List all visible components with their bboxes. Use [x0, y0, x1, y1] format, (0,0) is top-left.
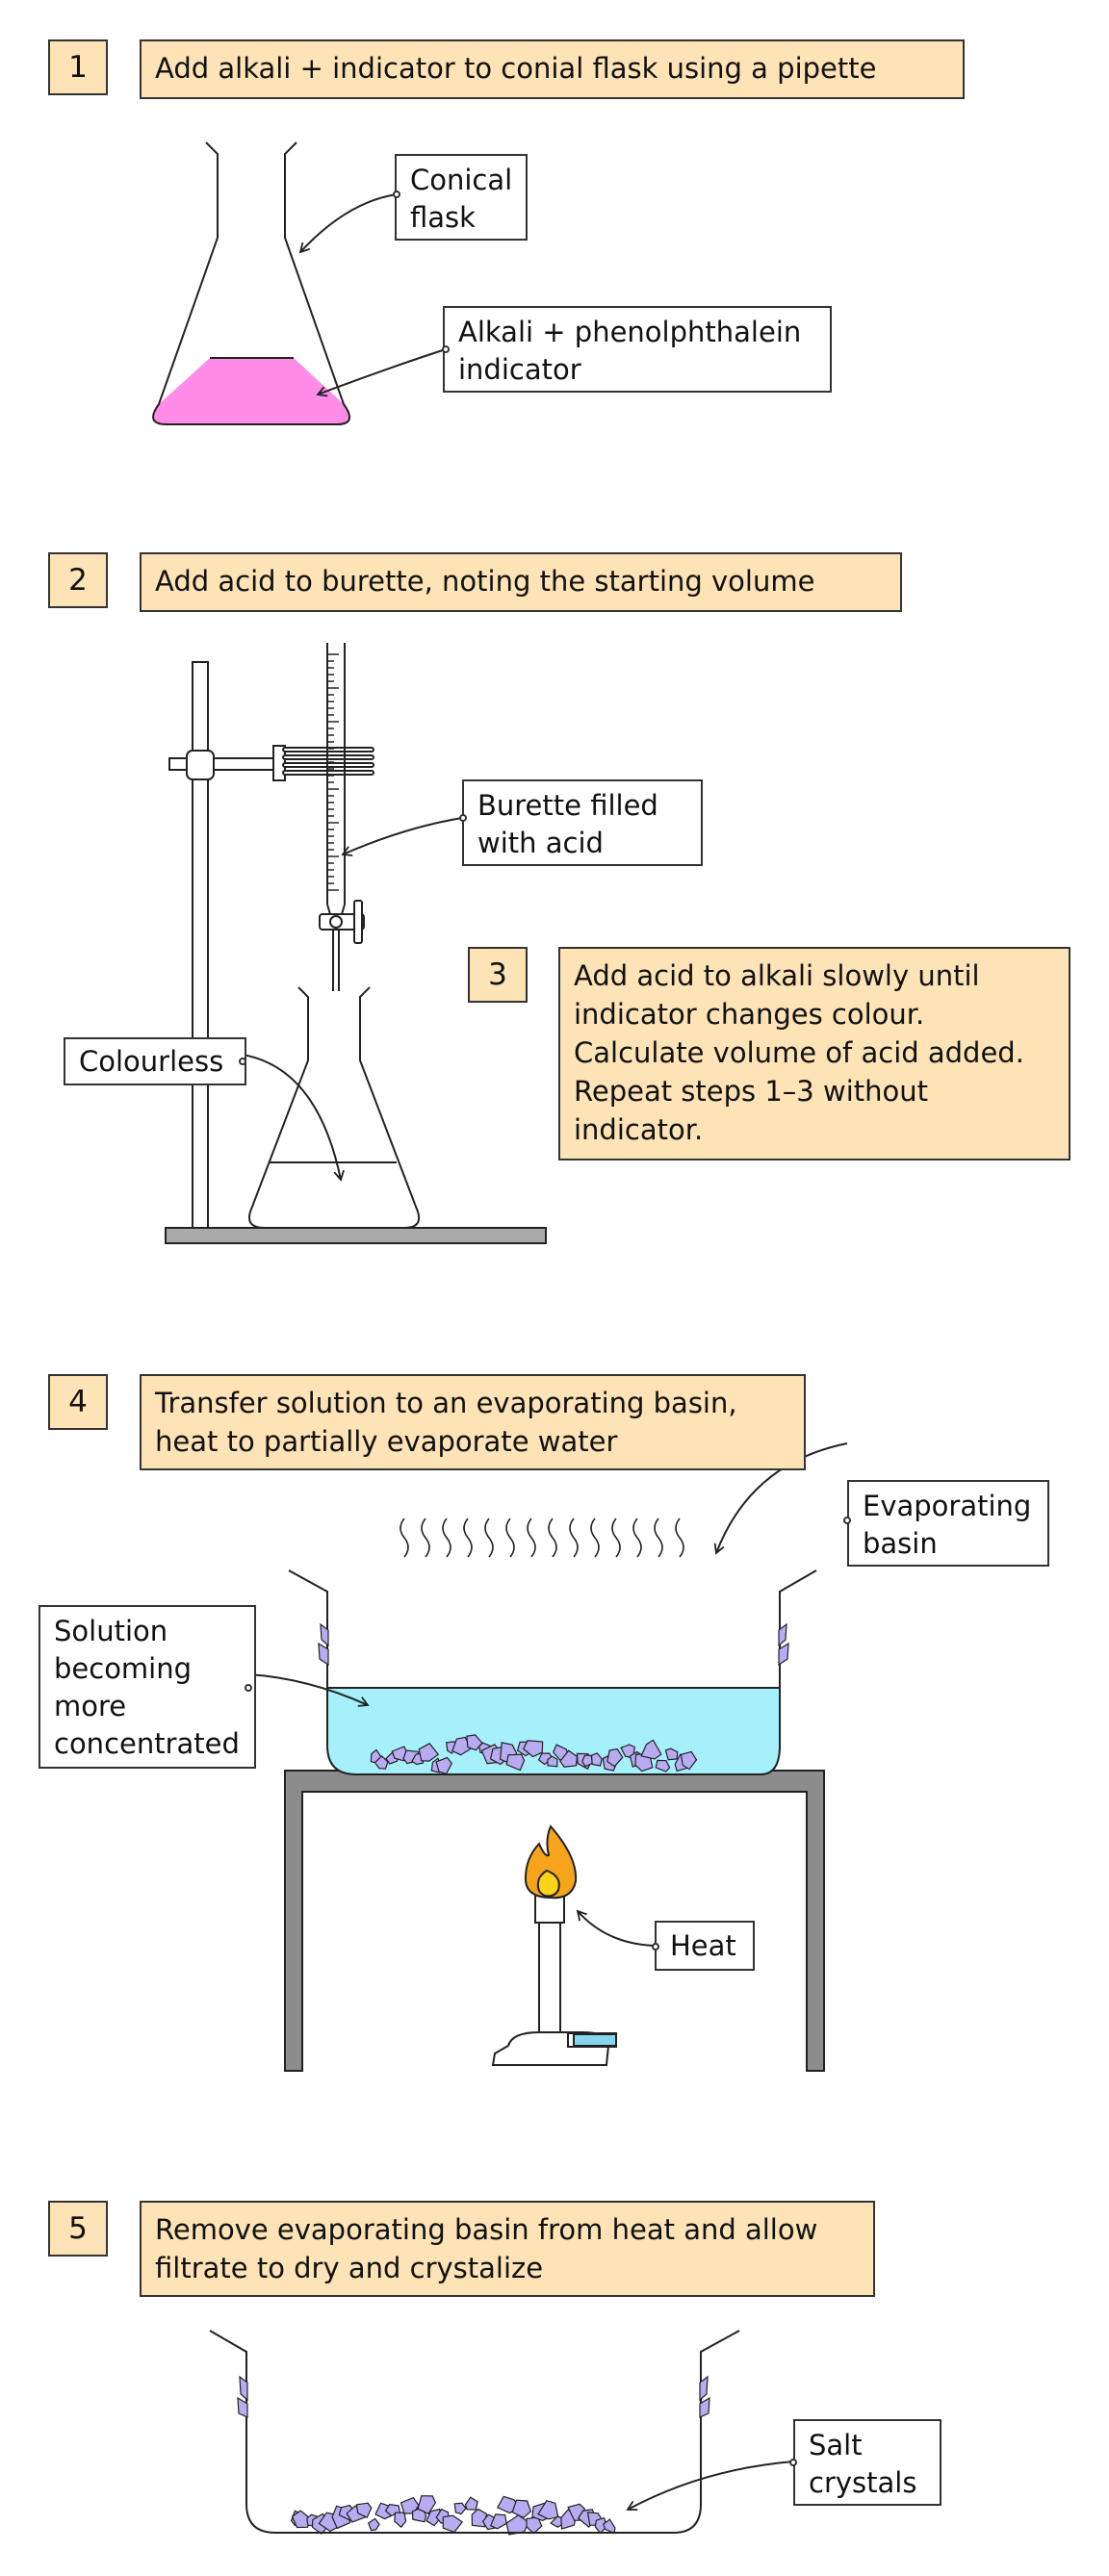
step-1-text: Add alkali + indicator to conial flask u…: [140, 39, 965, 99]
steam-line: [421, 1518, 430, 1558]
salt-crystal: [367, 2517, 380, 2532]
steam-line: [548, 1518, 557, 1558]
salt-crystal: [537, 1752, 554, 1766]
step-2-text: Add acid to burette, noting the starting…: [140, 552, 902, 612]
steam-line: [590, 1518, 600, 1558]
conical-flask-1: [152, 141, 351, 425]
salt-crystal: [464, 2496, 478, 2511]
steam-line: [400, 1518, 409, 1558]
salt-crystal: [606, 1747, 624, 1768]
salt-crystal: [505, 2514, 529, 2536]
evaporating-basin-4: [288, 1569, 817, 1775]
salt-crystal: [466, 1734, 483, 1751]
salt-crystal: [505, 1753, 526, 1772]
label-pin: [245, 1684, 252, 1692]
label-pin: [239, 1058, 246, 1065]
step-1-number: 1: [48, 39, 108, 95]
step-2-number: 2: [48, 552, 108, 608]
burette: [319, 643, 365, 991]
arrow-burette: [341, 817, 463, 856]
salt-crystal: [355, 2502, 373, 2519]
label-pin: [789, 2459, 797, 2466]
label-pin: [652, 1943, 659, 1951]
arrow-colourless: [242, 1054, 345, 1182]
label-pin: [843, 1517, 851, 1524]
salt-crystal: [417, 2495, 437, 2515]
alkali-solution: [153, 358, 350, 424]
step-3-number: 3: [468, 947, 528, 1003]
label-pin: [442, 345, 450, 353]
salt-crystal: [453, 2502, 467, 2515]
steam-line: [569, 1518, 579, 1558]
step-4-number: 4: [48, 1374, 108, 1430]
salt-crystal: [511, 2499, 532, 2519]
arrow-solution: [247, 1673, 370, 1707]
steam-line: [675, 1518, 684, 1558]
salt-crystal: [547, 1755, 558, 1768]
conical-flask-2: [248, 986, 420, 1229]
arrow-heat: [576, 1909, 656, 1947]
salt-crystal: [537, 2499, 559, 2520]
steam-line: [505, 1518, 515, 1558]
evaporating-basin-5: [209, 2330, 740, 2536]
label-colourless: Colourless: [64, 1037, 246, 1085]
salt-crystal: [451, 1736, 472, 1756]
salt-crystal: [640, 1739, 662, 1760]
salt-crystal: [664, 1747, 679, 1761]
steam-line: [632, 1518, 642, 1558]
step-5-number: 5: [48, 2201, 108, 2257]
steam-line: [654, 1518, 663, 1558]
salt-crystal: [400, 2496, 420, 2514]
salt-crystal: [634, 1752, 654, 1773]
steam-line: [463, 1518, 473, 1558]
salt-crystal: [435, 1756, 453, 1775]
bunsen-burner: [491, 1824, 617, 2066]
steam-lines: [400, 1518, 684, 1558]
salt-crystal: [374, 1754, 389, 1770]
tripod: [284, 1770, 825, 2072]
steam-line: [527, 1518, 536, 1558]
arrow-salt-crystals: [626, 2461, 794, 2512]
salt-crystal: [559, 1749, 579, 1768]
arrow-evaporating-basin: [713, 1442, 848, 1555]
salt-crystal: [394, 2512, 407, 2529]
label-solution: Solution becoming more concentrated: [39, 1605, 256, 1769]
arrow-conical-flask: [298, 193, 398, 254]
salt-crystal: [590, 1752, 603, 1767]
salt-crystal: [523, 1740, 544, 1758]
step-4-text: Transfer solution to an evaporating basi…: [140, 1374, 806, 1470]
step-3-text: Add acid to alkali slowly until indicato…: [558, 947, 1070, 1160]
label-pin: [459, 814, 467, 822]
steam-line: [442, 1518, 451, 1558]
label-heat: Heat: [655, 1921, 755, 1971]
arrow-alkali: [316, 348, 447, 397]
salt-crystal: [418, 1743, 440, 1762]
label-pin: [393, 191, 400, 198]
salt-crystal: [490, 2513, 507, 2530]
steam-line: [611, 1518, 621, 1558]
steam-line: [484, 1518, 494, 1558]
step-5-text: Remove evaporating basin from heat and a…: [140, 2201, 875, 2297]
salt-crystal: [442, 2514, 464, 2534]
salt-crystal: [680, 1750, 698, 1771]
salt-crystal: [655, 1759, 671, 1773]
